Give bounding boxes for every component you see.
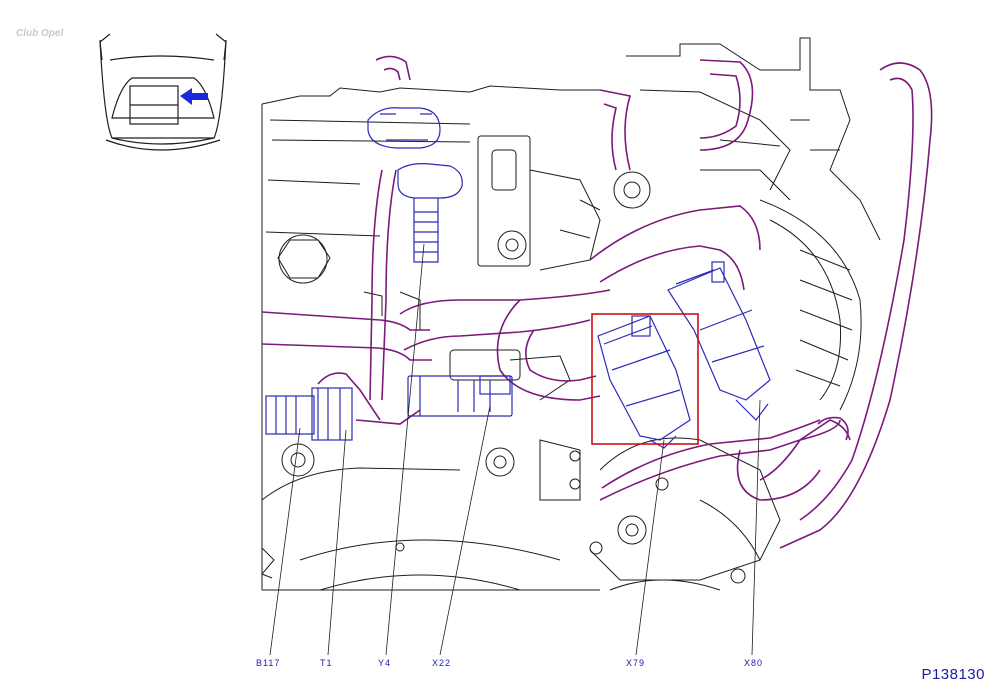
callout-label-t1: T1 bbox=[320, 658, 333, 668]
car-front-icon bbox=[99, 33, 227, 151]
leader-line-x80 bbox=[751, 399, 761, 656]
leader-lines bbox=[269, 243, 761, 656]
component-x22-connector bbox=[407, 375, 513, 417]
location-arrow-icon bbox=[180, 88, 208, 105]
component-t1-connector bbox=[311, 387, 353, 441]
callout-label-x80: X80 bbox=[744, 658, 764, 668]
component-x79-connector bbox=[597, 315, 691, 449]
component-y4-connector bbox=[367, 107, 463, 263]
figure-id: P138130 bbox=[921, 666, 985, 683]
hose-routing bbox=[261, 55, 933, 549]
callout-label-x22: X22 bbox=[432, 658, 452, 668]
component-b117-connector bbox=[265, 395, 315, 435]
callout-label-x79: X79 bbox=[626, 658, 646, 668]
watermark-logo: Club Opel bbox=[16, 28, 64, 39]
callout-label-y4: Y4 bbox=[378, 658, 392, 668]
leader-line-x79 bbox=[635, 439, 665, 656]
engine-block bbox=[261, 37, 881, 591]
callout-label-b117: B117 bbox=[256, 658, 281, 668]
leader-line-b117 bbox=[269, 427, 301, 656]
component-x80-connector bbox=[667, 261, 771, 421]
leader-line-t1 bbox=[327, 429, 347, 656]
leader-line-y4 bbox=[385, 243, 425, 656]
highlight-box bbox=[591, 313, 699, 445]
leader-line-x22 bbox=[439, 405, 491, 656]
